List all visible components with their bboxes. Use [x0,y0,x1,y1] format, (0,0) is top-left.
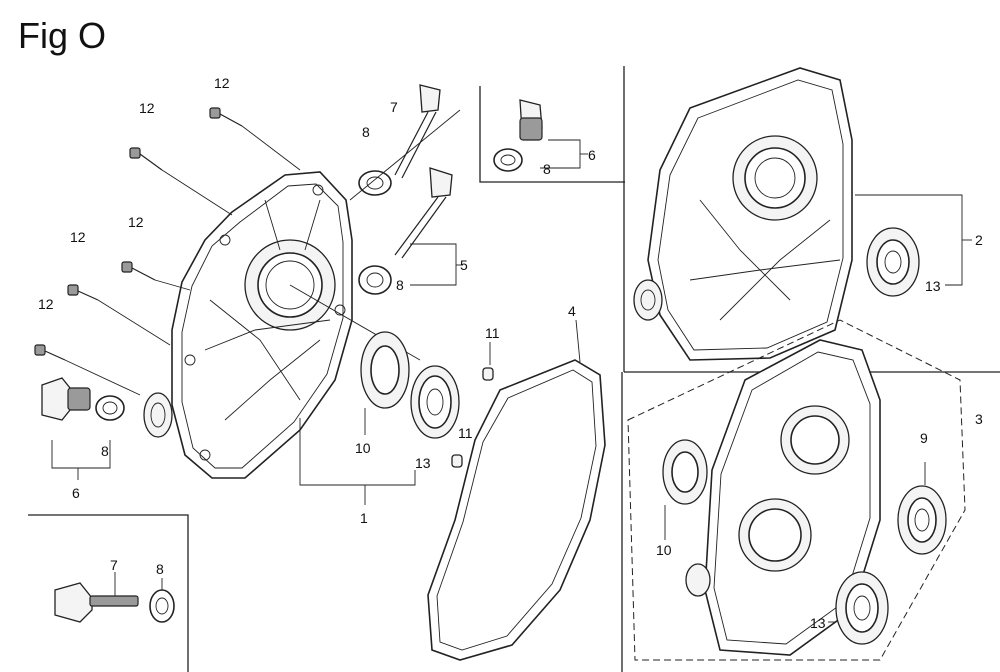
callout-11: 11 [485,325,500,341]
callout-13: 13 [925,278,941,294]
callout-4: 4 [568,303,576,319]
callout-6: 6 [588,147,596,163]
crankcase-cover-upper-right [633,67,972,361]
callout-7: 7 [110,557,118,573]
callout-9: 9 [920,430,928,446]
callout-13: 13 [810,615,826,631]
crankcase-cover-main [171,171,353,479]
callout-5: 5 [460,257,468,273]
callout-12: 12 [214,75,230,91]
callout-8: 8 [543,161,551,177]
callout-1: 1 [360,510,368,526]
callout-labels: 12 12 12 12 12 7 8 6 8 5 8 11 4 11 10 13… [38,75,983,631]
oil-plug-left [41,377,173,480]
callout-8: 8 [101,443,109,459]
callout-7: 7 [390,99,398,115]
callout-12: 12 [70,229,86,245]
callout-8: 8 [156,561,164,577]
gasket [427,319,606,661]
callout-8: 8 [396,277,404,293]
dipstick-middle [358,167,463,295]
callout-10: 10 [355,440,371,456]
callout-6: 6 [72,485,80,501]
inset-plug [493,99,588,172]
dipstick-top [349,84,461,201]
callout-8: 8 [362,124,370,140]
callout-2: 2 [975,232,983,248]
crankcase-assembly-lower-right [627,319,966,661]
callout-12: 12 [38,296,54,312]
callout-12: 12 [139,100,155,116]
bolts-left [34,107,243,361]
callout-12: 12 [128,214,144,230]
figure-title: Fig O [18,15,106,56]
callout-13: 13 [415,455,431,471]
callout-3: 3 [975,411,983,427]
callout-11: 11 [458,425,473,441]
callout-10: 10 [656,542,672,558]
seal-and-bearing-middle [299,331,494,505]
dipstick-bottom-inset [54,572,175,623]
